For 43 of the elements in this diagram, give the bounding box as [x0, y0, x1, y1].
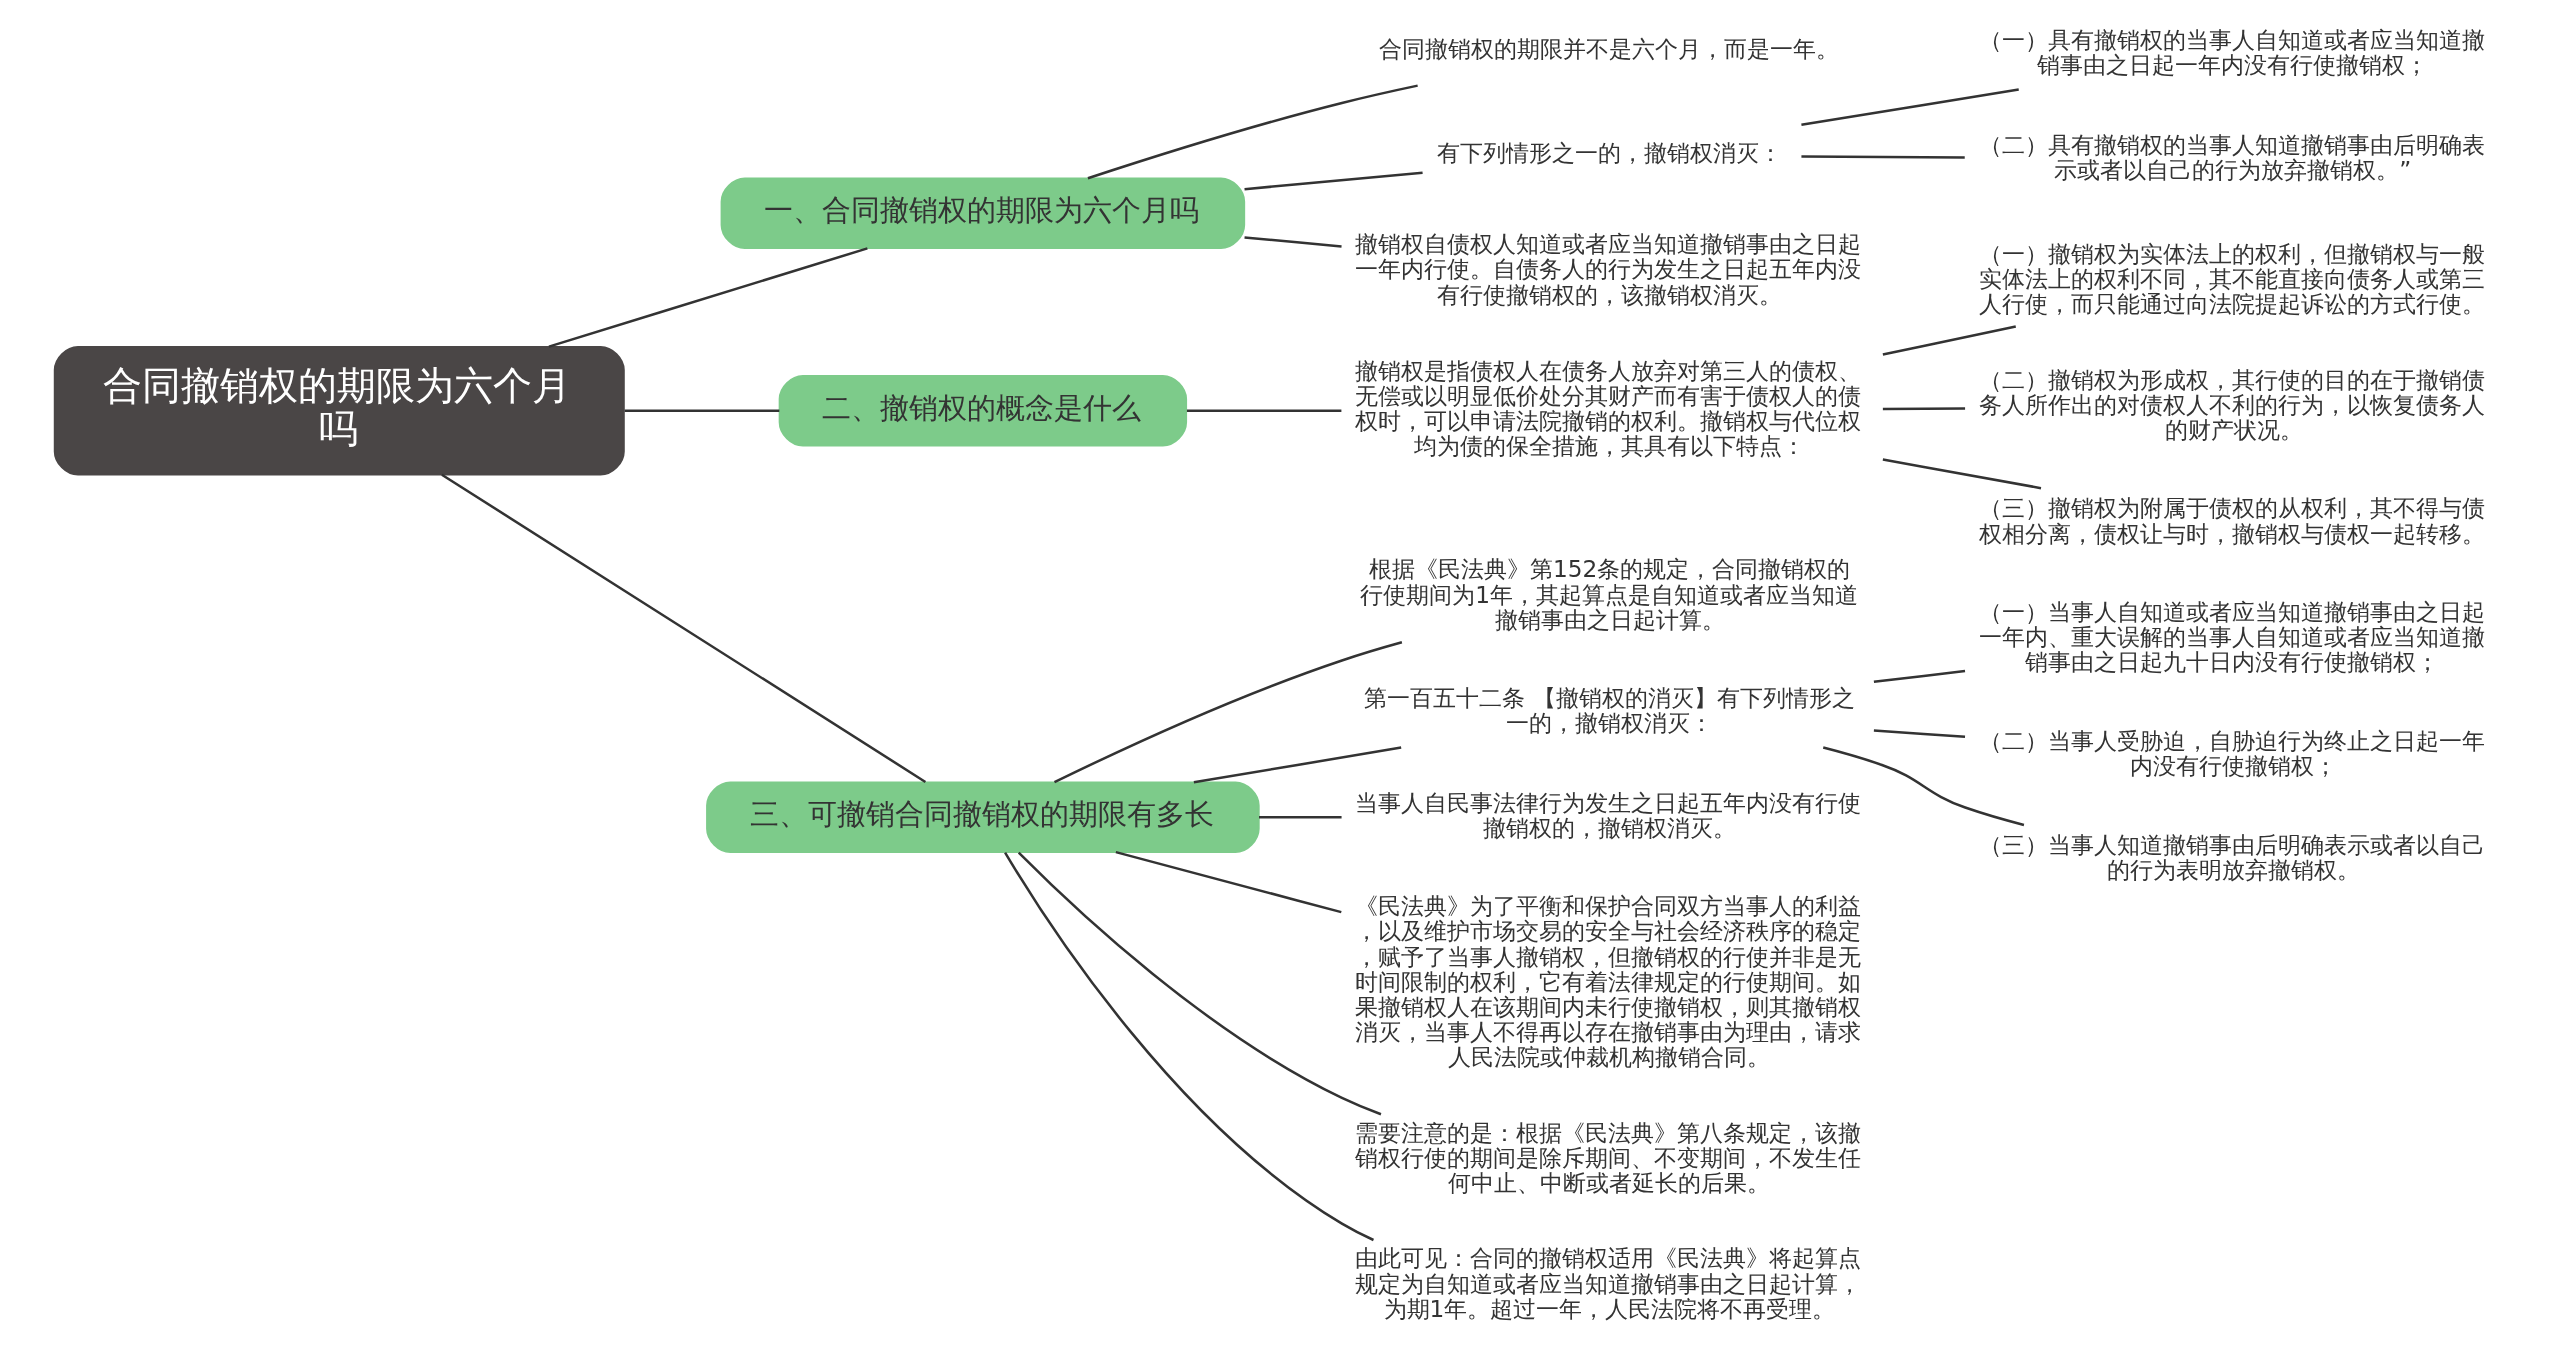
node-text: 《民法典》为了平衡和保护合同双方当事人的利益，以及维护市场交易的安全与社会经济秩序的稳定，赋予了当事人撤销权，但撤销权的行使并非是无时间限制的权利，它有着法律规定的行使期间。如果撤销权人在该期间内未行使撤销权，则其撤销权消灭，当事人不得再以存在撤销事由为理由，请求人民法院或仲裁机构撤销合同。	[1355, 892, 1862, 1071]
connector	[548, 247, 868, 348]
node-text: 根据《民法典》第152条的规定，合同撤销权的行使期间为1年，其起算点是自知道或者应当知道撤销事由之日起计算。	[1360, 555, 1859, 633]
node-text: 撤销权是指债权人在债务人放弃对第三人的债权、无偿或以明显低价处分其财产而有害于债权人的债权时，可以申请法院撤销的权利。撤销权与代位权均为债的保全措施，其具有以下特点：	[1355, 356, 1862, 460]
connector	[1193, 746, 1402, 784]
connector	[1244, 171, 1423, 191]
node-text: 有下列情形之一的，撤销权消灭：	[1436, 139, 1782, 167]
connector	[1873, 729, 1966, 739]
connector	[1873, 669, 1966, 684]
node-text: 当事人自民事法律行为发生之日起五年内没有行使撤销权的，撤销权消灭。	[1355, 788, 1862, 841]
node-box: 合同撤销权的期限为六个月吗	[53, 345, 625, 476]
connector	[624, 409, 780, 412]
node-text: 由此可见：合同的撤销权适用《民法典》将起算点规定为自知道或者应当知道撤销事由之日起计算，为期1年。超过一年，人民法院将不再受理。	[1355, 1244, 1862, 1322]
connector	[1801, 88, 2019, 126]
node-text: （二）撤销权为形成权，其行使的目的在于撤销债务人所作出的对债权人不利的行为，以恢复债务人的财产状况。	[1978, 365, 2485, 444]
node-text: （三）当事人知道撤销事由后明确表示或者以自己的行为表明放弃撤销权。	[1978, 831, 2485, 884]
connector	[441, 473, 927, 783]
connector	[1244, 236, 1342, 248]
connector	[1004, 851, 1374, 1242]
node-box: 二、撤销权的概念是什么	[778, 374, 1188, 447]
connector	[1087, 84, 1418, 180]
connector	[1259, 815, 1342, 819]
connector	[1882, 458, 2042, 490]
connector	[1017, 851, 1382, 1116]
node-text: 撤销权自债权人知道或者应当知道撤销事由之日起一年内行使。自债务人的行为发生之日起五年内没有行使撤销权的，该撤销权消灭。	[1355, 230, 1862, 308]
connector	[1822, 746, 2025, 827]
node-text: （三）撤销权为附属于债权的从权利，其不得与债权相分离，债权让与时，撤销权与债权一起转移。	[1978, 494, 2485, 547]
connector	[1053, 641, 1403, 784]
connector	[1801, 155, 1965, 159]
node-text: （二）当事人受胁迫，自胁迫行为终止之日起一年内没有行使撤销权；	[1978, 726, 2485, 779]
connector	[1186, 409, 1342, 412]
node-text: 合同撤销权的期限并不是六个月，而是一年。	[1378, 34, 1839, 62]
connector	[1115, 850, 1342, 914]
node-text: 需要注意的是：根据《民法典》第八条规定，该撤销权行使的期间是除斥期间、不变期间，不发生任何中止、中断或者延长的后果。	[1355, 1118, 1862, 1196]
connector	[1882, 325, 2016, 356]
node-text: （一）撤销权为实体法上的权利，但撤销权与一般实体法上的权利不同，其不能直接向债务人或第三人行使，而只能通过向法院提起诉讼的方式行使。	[1978, 239, 2485, 318]
node-box: 一、合同撤销权的期限为六个月吗	[720, 177, 1246, 250]
node-text: （一）具有撤销权的当事人自知道或者应当知道撤销事由之日起一年内没有行使撤销权；	[1978, 26, 2485, 79]
connector	[1882, 407, 1966, 411]
node-text: （二）具有撤销权的当事人知道撤销事由后明确表示或者以自己的行为放弃撤销权。”	[1978, 130, 2485, 183]
node-text: （一）当事人自知道或者应当知道撤销事由之日起一年内、重大误解的当事人自知道或者应当知道撤销事由之日起九十日内没有行使撤销权；	[1978, 597, 2485, 676]
node-box: 三、可撤销合同撤销权的期限有多长	[706, 781, 1260, 854]
node-text: 第一百五十二条 【撤销权的消灭】有下列情形之一的，撤销权消灭：	[1364, 684, 1855, 737]
